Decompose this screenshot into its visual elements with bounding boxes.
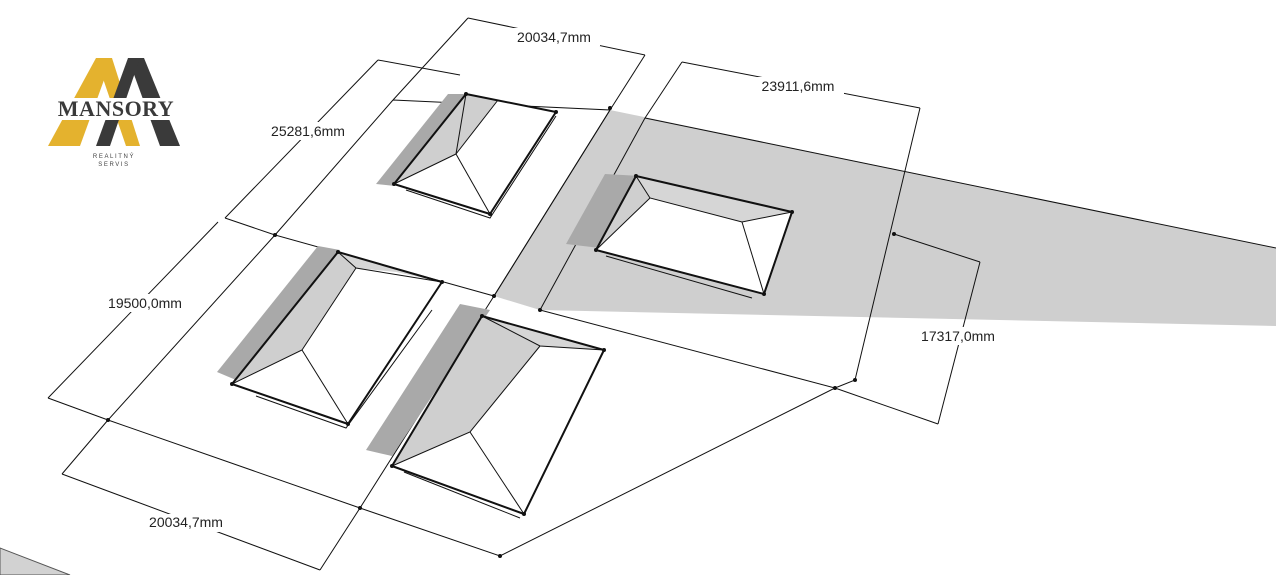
building-right [594, 174, 794, 299]
building-bottom [390, 314, 606, 519]
logo-subtitle-2: SERVIS [98, 162, 130, 168]
mansory-logo: MANSORY REALITNÝ SERVIS [48, 58, 180, 168]
building-left [230, 250, 444, 429]
vertex-markers [106, 106, 896, 558]
dim-left-depth: 19500,0mm [108, 295, 182, 311]
logo-name: MANSORY [58, 96, 174, 121]
dim-bottom-width: 20034,7mm [149, 514, 223, 530]
dim-right-depth: 17317,0mm [921, 328, 995, 344]
logo-subtitle-1: REALITNÝ [93, 153, 135, 160]
dimension-labels: 20034,7mm 25281,6mm 23911,6mm 19500,0mm … [100, 28, 1004, 532]
dim-top-width: 20034,7mm [517, 29, 591, 45]
dim-top-left-depth: 25281,6mm [271, 123, 345, 139]
building-top [392, 92, 558, 219]
dim-right-width: 23911,6mm [762, 78, 835, 94]
ground-fragment [0, 547, 71, 575]
